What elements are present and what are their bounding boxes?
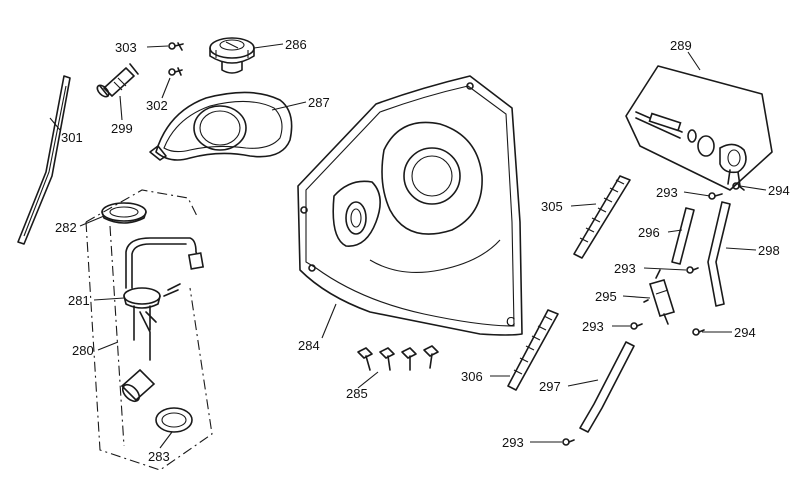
bolt (423, 345, 439, 369)
callout-297: 297 (539, 379, 561, 394)
bolt (379, 347, 395, 371)
part-bolts-285 (357, 345, 439, 371)
tank-mark-text: C (506, 314, 515, 329)
part-spring-306 (507, 309, 559, 391)
callout-303: 303 (115, 40, 137, 55)
callout-289: 289 (670, 38, 692, 53)
part-filler-tray-287 (149, 91, 293, 161)
leader-lines (49, 43, 767, 449)
callout-285: 285 (346, 386, 368, 401)
callout-281: 281 (68, 293, 90, 308)
part-hose-298 (707, 201, 731, 307)
callout-286: 286 (285, 37, 307, 52)
callout-280: 280 (72, 343, 94, 358)
callout-284: 284 (298, 338, 320, 353)
part-ring-283 (155, 407, 193, 433)
callout-293-a: 293 (656, 185, 678, 200)
callout-306: 306 (461, 369, 483, 384)
part-strip-301 (17, 75, 71, 245)
part-clip-303 (168, 42, 184, 51)
callout-302: 302 (146, 98, 168, 113)
callout-293-d: 293 (502, 435, 524, 450)
part-fuel-pump-281 (123, 237, 205, 361)
callout-305: 305 (541, 199, 563, 214)
callout-295: 295 (595, 289, 617, 304)
callout-301: 301 (61, 130, 83, 145)
part-hose-299 (96, 63, 139, 98)
callout-293-b: 293 (614, 261, 636, 276)
part-canister-289 (625, 65, 773, 191)
part-hose-297 (579, 341, 635, 433)
part-fuel-cap-286 (209, 37, 255, 74)
part-clip-293-a (708, 192, 723, 200)
part-pump-filter (120, 368, 156, 403)
callout-287: 287 (308, 95, 330, 110)
callout-299: 299 (111, 121, 133, 136)
callout-294-a: 294 (768, 183, 790, 198)
part-fuel-tank-284: C (297, 75, 523, 336)
part-fuel-pump-assembly-280 (85, 189, 213, 471)
part-clip-294-a (732, 182, 745, 191)
part-clip-294-b (692, 328, 705, 336)
part-clip-293-b (686, 266, 699, 274)
callout-293-c: 293 (582, 319, 604, 334)
callout-298: 298 (758, 243, 780, 258)
part-fuel-filter-295 (643, 269, 676, 325)
part-spring-305 (573, 175, 631, 259)
part-clip-293-c (630, 322, 643, 330)
part-clip-293-d (562, 438, 575, 446)
callout-282: 282 (55, 220, 77, 235)
bolt (401, 347, 417, 371)
part-ring-282 (101, 202, 147, 224)
callout-294-b: 294 (734, 325, 756, 340)
callout-283: 283 (148, 449, 170, 464)
bolt (357, 347, 373, 371)
part-clip-302 (168, 67, 183, 76)
callout-296: 296 (638, 225, 660, 240)
part-hose-296 (671, 207, 695, 265)
